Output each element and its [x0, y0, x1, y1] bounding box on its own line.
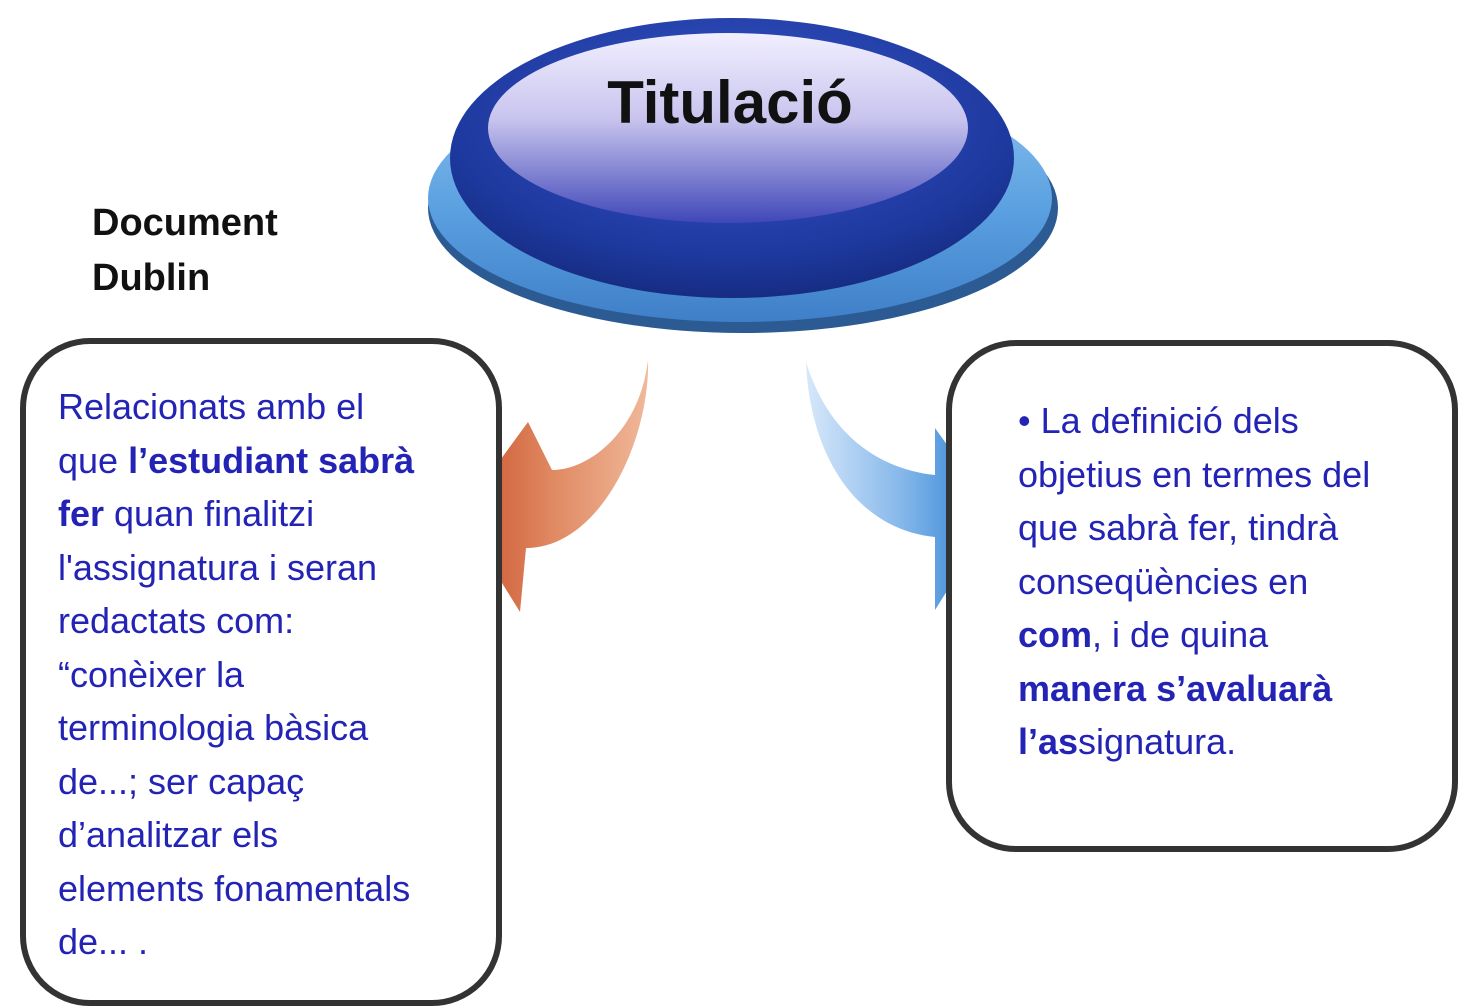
text-run: de...; ser capaç	[58, 760, 305, 802]
source-label: Document Dublin	[92, 196, 278, 306]
right-line: objetius en termes del	[1018, 448, 1458, 502]
right-line: que sabrà fer, tindrà	[1018, 501, 1458, 555]
left-line: de... .	[58, 915, 498, 969]
right-line: conseqüències en	[1018, 555, 1458, 609]
text-run: redactats com:	[58, 600, 295, 641]
left-curved-arrow	[460, 360, 649, 612]
button-highlight	[488, 33, 968, 223]
text-run: conseqüències en	[1018, 560, 1309, 602]
title-button-graphic	[428, 18, 1058, 333]
bold-run: com	[1018, 614, 1093, 655]
left-line: fer quan finalitzi	[58, 487, 498, 541]
text-run: Relacionats amb el	[58, 386, 365, 427]
bold-run: manera s’avaluarà	[1018, 667, 1333, 709]
text-run: d’analitzar els	[58, 814, 279, 855]
text-run: objetius en termes del	[1018, 453, 1371, 495]
text-run: quan finalitzi	[104, 493, 315, 534]
text-run: • La definició dels	[1018, 400, 1299, 441]
text-run: signatura.	[1078, 721, 1237, 762]
right-line: l’assignatura.	[1018, 715, 1458, 769]
left-box-text: Relacionats amb el que l’estudiant sabrà…	[58, 380, 498, 969]
left-line: que l’estudiant sabrà	[58, 434, 498, 488]
text-run: de... .	[58, 921, 149, 962]
right-text-box: • La definició dels objetius en termes d…	[946, 340, 1458, 852]
text-run: que	[58, 439, 129, 481]
left-line: terminologia bàsica	[58, 701, 498, 755]
text-run: elements fonamentals	[58, 867, 411, 909]
left-line: l'assignatura i seran	[58, 541, 498, 595]
right-line: manera s’avaluarà	[1018, 662, 1458, 716]
bold-run: l’as	[1018, 721, 1079, 762]
text-run: l'assignatura i seran	[58, 546, 378, 588]
bold-run: fer	[58, 493, 105, 534]
right-line: com, i de quina	[1018, 608, 1458, 662]
diagram-title: Titulació	[607, 69, 853, 136]
text-run: que sabrà fer, tindrà	[1018, 507, 1339, 548]
bold-run: l’estudiant sabrà	[128, 439, 415, 481]
text-run: , i de quina	[1092, 614, 1269, 655]
source-label-line: Dublin	[92, 257, 211, 299]
text-run: “conèixer la	[58, 653, 245, 695]
text-run: terminologia bàsica	[58, 707, 369, 748]
left-line: Relacionats amb el	[58, 380, 498, 434]
left-line: elements fonamentals	[58, 862, 498, 916]
left-line: “conèixer la	[58, 648, 498, 702]
left-line: d’analitzar els	[58, 808, 498, 862]
right-line: • La definició dels	[1018, 394, 1458, 448]
left-line: de...; ser capaç	[58, 755, 498, 809]
source-label-line: Document	[92, 202, 278, 244]
left-line: redactats com:	[58, 594, 498, 648]
right-box-text: • La definició dels objetius en termes d…	[1018, 394, 1458, 769]
left-text-box: Relacionats amb el que l’estudiant sabrà…	[20, 338, 502, 1006]
